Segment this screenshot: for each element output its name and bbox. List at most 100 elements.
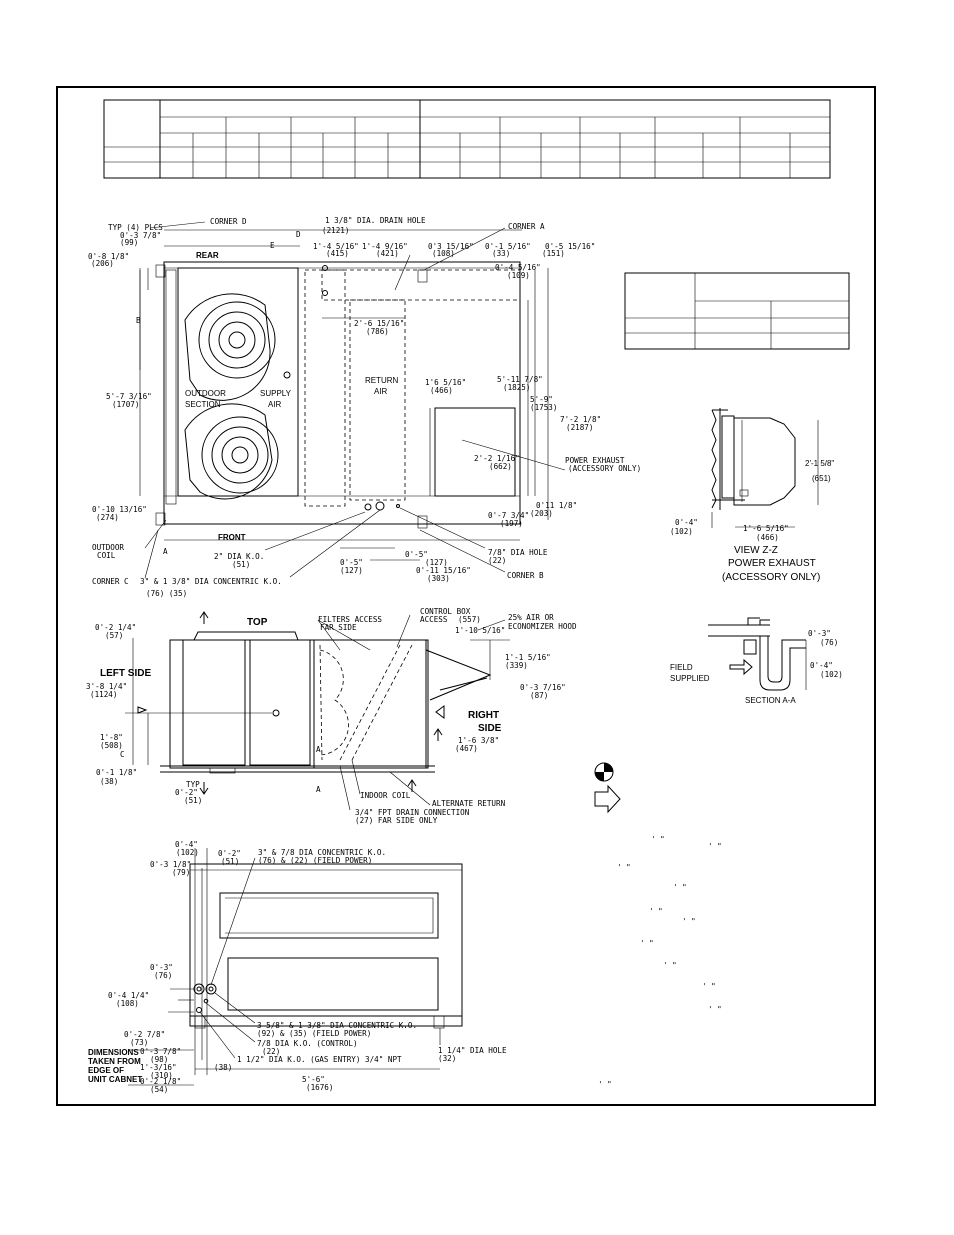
condenser-fan-top bbox=[184, 293, 276, 401]
corner-c-label: CORNER C bbox=[92, 577, 129, 586]
svg-text:0'-5 15/16": 0'-5 15/16" bbox=[545, 242, 595, 251]
svg-text:(51): (51) bbox=[232, 560, 250, 569]
svg-text:(127): (127) bbox=[340, 566, 363, 575]
svg-text:3'-8 1/4": 3'-8 1/4" bbox=[86, 682, 127, 691]
svg-text:(92) & (35) (FIELD POWER): (92) & (35) (FIELD POWER) bbox=[257, 1029, 371, 1038]
view-zz-title: VIEW Z-Z bbox=[734, 545, 778, 556]
svg-text:0'-3 7/8": 0'-3 7/8" bbox=[120, 231, 161, 240]
svg-text:(102): (102) bbox=[820, 670, 843, 679]
svg-text:(76) & (22) (FIELD POWER): (76) & (22) (FIELD POWER) bbox=[258, 856, 372, 865]
airflow-arrows bbox=[137, 611, 445, 795]
svg-text:A: A bbox=[163, 547, 168, 556]
svg-text:0'-10 13/16": 0'-10 13/16" bbox=[92, 505, 147, 514]
svg-text:5'-9": 5'-9" bbox=[530, 395, 553, 404]
svg-text:0'-2 7/8": 0'-2 7/8" bbox=[124, 1030, 165, 1039]
svg-text:(108): (108) bbox=[116, 999, 139, 1008]
svg-text:(466): (466) bbox=[756, 533, 779, 542]
front-label: FRONT bbox=[218, 533, 246, 542]
svg-text:(38): (38) bbox=[214, 1063, 232, 1072]
power-exhaust-label: POWER EXHAUST bbox=[565, 456, 625, 465]
svg-text:(98): (98) bbox=[150, 1055, 168, 1064]
economizer-hood-label: 25% AIR OR bbox=[508, 613, 554, 622]
svg-text:0'-4 1/4": 0'-4 1/4" bbox=[108, 991, 149, 1000]
svg-text:ECONOMIZER HOOD: ECONOMIZER HOOD bbox=[508, 622, 577, 631]
svg-text:5'-7 3/16": 5'-7 3/16" bbox=[106, 392, 152, 401]
svg-text:TAKEN FROM: TAKEN FROM bbox=[88, 1057, 141, 1066]
side-view: TOP LEFT SIDE RIGHT SIDE FILTERS ACCESS … bbox=[86, 607, 577, 825]
drawing-frame bbox=[56, 86, 876, 1106]
svg-text:(1825): (1825) bbox=[503, 383, 530, 392]
svg-text:UNIT CABNET: UNIT CABNET bbox=[88, 1075, 142, 1084]
svg-text:(109): (109) bbox=[507, 271, 530, 280]
svg-text:(99): (99) bbox=[120, 238, 138, 247]
svg-text:(662): (662) bbox=[489, 462, 512, 471]
ko-field-power-mid-label: 3 5/8" & 1 3/8" DIA CONCENTRIC K.O. bbox=[257, 1021, 417, 1030]
svg-text:(508): (508) bbox=[100, 741, 123, 750]
outdoor-section-label: OUTDOOR bbox=[185, 389, 226, 398]
svg-text:0'-7 3/4": 0'-7 3/4" bbox=[488, 511, 529, 520]
indoor-coil-label: INDOOR COIL bbox=[360, 791, 411, 800]
ko-concentric-label: 3" & 1 3/8" DIA CONCENTRIC K.O. bbox=[140, 577, 282, 586]
airflow-arrow-icon bbox=[594, 784, 621, 814]
svg-text:0'3 15/16": 0'3 15/16" bbox=[428, 242, 474, 251]
svg-text:(557): (557) bbox=[458, 615, 481, 624]
control-box-label: CONTROL BOX bbox=[420, 607, 471, 616]
corner-d-label: CORNER D bbox=[210, 217, 247, 226]
svg-text:D: D bbox=[296, 230, 301, 239]
svg-text:(ACCESSORY ONLY): (ACCESSORY ONLY) bbox=[722, 572, 820, 583]
svg-text:0'-3": 0'-3" bbox=[150, 963, 173, 972]
svg-text:B: B bbox=[136, 316, 141, 325]
svg-text:' ": ' " bbox=[651, 835, 665, 844]
svg-text:(87): (87) bbox=[530, 691, 548, 700]
dimensions-note: DIMENSIONS bbox=[88, 1048, 139, 1057]
svg-text:1'6 5/16": 1'6 5/16" bbox=[425, 378, 466, 387]
weight-table bbox=[624, 272, 850, 350]
view-zz: 2'-1 5/8" (651) 0'-4" (102) 1'-6 5/16" (… bbox=[670, 408, 834, 583]
svg-text:0'-2": 0'-2" bbox=[218, 849, 241, 858]
svg-text:(1124): (1124) bbox=[90, 690, 117, 699]
svg-text:A: A bbox=[316, 785, 321, 794]
svg-text:(2187): (2187) bbox=[566, 423, 593, 432]
svg-text:(33): (33) bbox=[492, 249, 510, 258]
svg-text:(415): (415) bbox=[326, 249, 349, 258]
svg-text:(2121): (2121) bbox=[322, 226, 349, 235]
svg-text:SIDE: SIDE bbox=[478, 723, 502, 734]
svg-text:0'-11 15/16": 0'-11 15/16" bbox=[416, 566, 471, 575]
svg-text:' ": ' " bbox=[598, 1080, 612, 1089]
unit-data-table bbox=[103, 99, 831, 179]
svg-text:(197): (197) bbox=[500, 519, 523, 528]
svg-text:AIR: AIR bbox=[268, 400, 282, 409]
section-aa: FIELD SUPPLIED 0'-3" (76) 0'-4" (102) SE… bbox=[670, 617, 843, 705]
svg-text:(51): (51) bbox=[221, 857, 239, 866]
svg-text:(303): (303) bbox=[427, 574, 450, 583]
svg-text:0'-5": 0'-5" bbox=[340, 558, 363, 567]
svg-text:0'-4": 0'-4" bbox=[810, 661, 833, 670]
svg-text:(ACCESSORY ONLY): (ACCESSORY ONLY) bbox=[568, 464, 641, 473]
svg-text:(339): (339) bbox=[505, 661, 528, 670]
svg-text:5'-11 7/8": 5'-11 7/8" bbox=[497, 375, 543, 384]
svg-text:0'-1 5/16": 0'-1 5/16" bbox=[485, 242, 531, 251]
svg-text:(51): (51) bbox=[184, 796, 202, 805]
svg-text:' ": ' " bbox=[708, 1005, 722, 1014]
svg-text:1'-10 5/16": 1'-10 5/16" bbox=[455, 626, 505, 635]
svg-text:1'-3/16": 1'-3/16" bbox=[140, 1063, 177, 1072]
svg-text:C: C bbox=[120, 750, 125, 759]
svg-text:ACCESS: ACCESS bbox=[420, 615, 448, 624]
svg-text:0'-4": 0'-4" bbox=[675, 518, 698, 527]
svg-text:(467): (467) bbox=[455, 744, 478, 753]
top-label: TOP bbox=[247, 617, 268, 628]
svg-text:5'-6": 5'-6" bbox=[302, 1075, 325, 1084]
svg-text:1'-6 3/8": 1'-6 3/8" bbox=[458, 736, 499, 745]
svg-text:AIR: AIR bbox=[374, 387, 388, 396]
svg-text:(27) FAR SIDE ONLY: (27) FAR SIDE ONLY bbox=[355, 816, 438, 825]
svg-text:COIL: COIL bbox=[97, 551, 116, 560]
svg-text:0'11 1/8": 0'11 1/8" bbox=[536, 501, 577, 510]
supply-air-label: SUPPLY bbox=[260, 389, 292, 398]
svg-text:(76) (35): (76) (35) bbox=[146, 589, 187, 598]
return-air-label: RETURN bbox=[365, 376, 399, 385]
svg-text:2'-2 1/16": 2'-2 1/16" bbox=[474, 454, 520, 463]
svg-text:(466): (466) bbox=[430, 386, 453, 395]
svg-text:(310): (310) bbox=[150, 1071, 173, 1080]
ko-control-label: 7/8 DIA K.O. (CONTROL) bbox=[257, 1039, 358, 1048]
svg-text:0'-3 1/8": 0'-3 1/8" bbox=[150, 860, 191, 869]
